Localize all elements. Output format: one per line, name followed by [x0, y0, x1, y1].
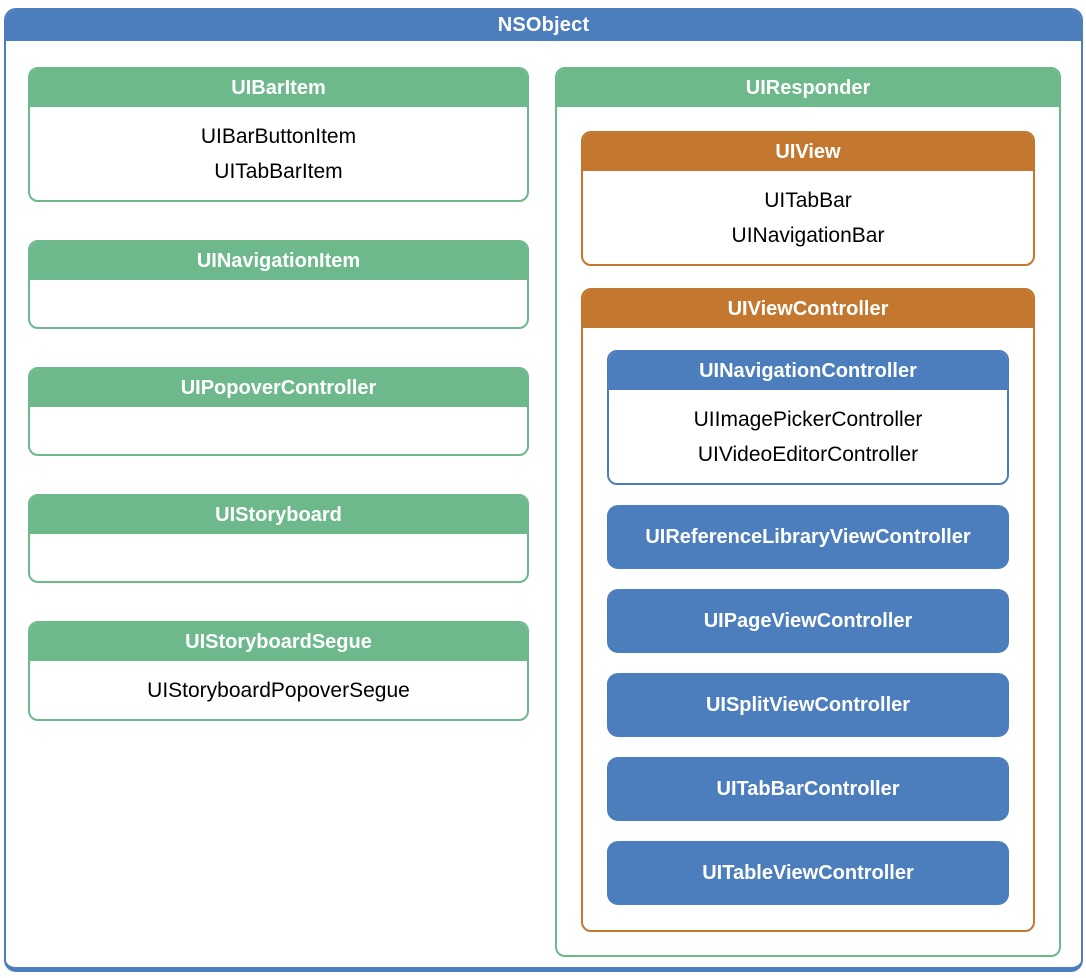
class-body-uibaritem: UIBarButtonItem UITabBarItem	[30, 107, 527, 200]
class-box-nsobject: NSObject UIBarItem UIBarButtonItem UITab…	[4, 8, 1083, 972]
class-title-uiview: UIView	[583, 133, 1033, 171]
class-body-uinavigationitem	[30, 280, 527, 327]
subclass-item: UIStoryboardPopoverSegue	[147, 679, 410, 702]
class-box-uipopovercontroller: UIPopoverController	[28, 367, 529, 456]
spacer	[581, 932, 1035, 955]
class-box-uistoryboard: UIStoryboard	[28, 494, 529, 583]
class-body-uinavigationcontroller: UIImagePickerController UIVideoEditorCon…	[609, 390, 1007, 483]
class-box-uinavigationcontroller: UINavigationController UIImagePickerCont…	[607, 350, 1009, 485]
class-title-uinavigationcontroller: UINavigationController	[609, 352, 1007, 390]
class-box-uistoryboardsegue: UIStoryboardSegue UIStoryboardPopoverSeg…	[28, 621, 529, 721]
class-body-uiviewcontroller: UINavigationController UIImagePickerCont…	[583, 328, 1033, 930]
class-box-uitableviewcontroller: UITableViewController	[607, 841, 1009, 905]
subclass-item: UITabBar	[764, 189, 852, 212]
class-box-uinavigationitem: UINavigationItem	[28, 240, 529, 329]
class-title-uiviewcontroller: UIViewController	[583, 290, 1033, 328]
subclass-item: UIImagePickerController	[693, 408, 923, 431]
class-body-uistoryboard	[30, 534, 527, 581]
class-box-uiview: UIView UITabBar UINavigationBar	[581, 131, 1035, 266]
nsobject-title: NSObject	[6, 10, 1081, 41]
class-body-uiview: UITabBar UINavigationBar	[583, 171, 1033, 264]
class-title-uistoryboard: UIStoryboard	[30, 496, 527, 534]
class-body-uipopovercontroller	[30, 407, 527, 454]
class-box-uiresponder: UIResponder UIView UITabBar UINavigation…	[555, 67, 1061, 957]
class-title-uipopovercontroller: UIPopoverController	[30, 369, 527, 407]
class-box-uireferencelibraryviewcontroller: UIReferenceLibraryViewController	[607, 505, 1009, 569]
class-box-uisplitviewcontroller: UISplitViewController	[607, 673, 1009, 737]
spacer	[581, 266, 1035, 288]
class-body-uistoryboardsegue: UIStoryboardPopoverSegue	[30, 661, 527, 719]
subclass-item: UIVideoEditorController	[697, 443, 919, 466]
class-title-uibaritem: UIBarItem	[30, 69, 527, 107]
subclass-item: UITabBarItem	[214, 160, 343, 183]
subclass-item: UINavigationBar	[731, 224, 885, 247]
subclass-item: UIBarButtonItem	[200, 125, 357, 148]
right-column: UIResponder UIView UITabBar UINavigation…	[555, 67, 1061, 957]
diagram-columns: UIBarItem UIBarButtonItem UITabBarItem U…	[6, 41, 1081, 957]
class-title-uinavigationitem: UINavigationItem	[30, 242, 527, 280]
class-box-uitabbarcontroller: UITabBarController	[607, 757, 1009, 821]
class-title-uiresponder: UIResponder	[557, 69, 1059, 107]
class-box-uipageviewcontroller: UIPageViewController	[607, 589, 1009, 653]
class-box-uibaritem: UIBarItem UIBarButtonItem UITabBarItem	[28, 67, 529, 202]
class-title-uistoryboardsegue: UIStoryboardSegue	[30, 623, 527, 661]
class-box-uiviewcontroller: UIViewController UINavigationController …	[581, 288, 1035, 932]
left-column: UIBarItem UIBarButtonItem UITabBarItem U…	[28, 67, 529, 957]
class-body-uiresponder: UIView UITabBar UINavigationBar UIViewCo…	[557, 107, 1059, 955]
